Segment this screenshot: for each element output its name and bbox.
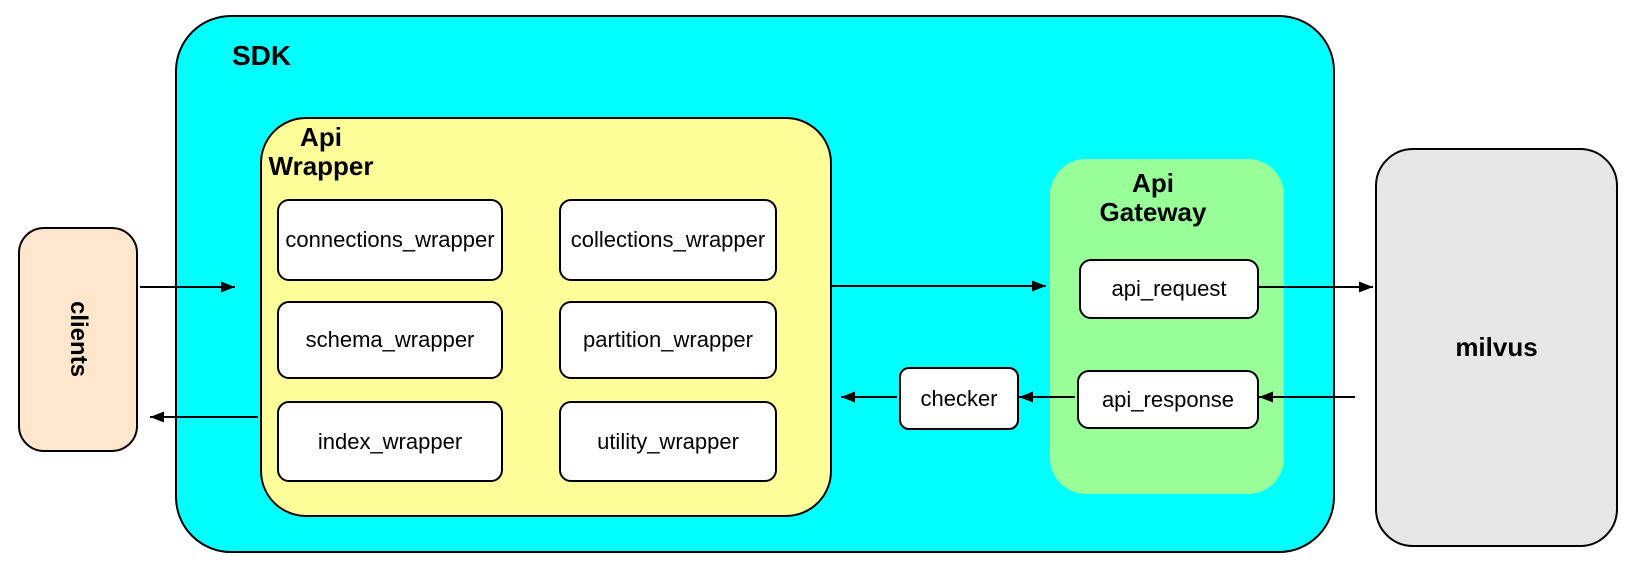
module-connections-wrapper: connections_wrapper xyxy=(277,199,503,281)
milvus-node: milvus xyxy=(1375,148,1618,547)
checker-label: checker xyxy=(920,385,998,411)
api-wrapper-label-line2: Wrapper xyxy=(268,151,374,181)
module-collections-wrapper: collections_wrapper xyxy=(559,199,777,281)
module-collections-wrapper-label: collections_wrapper xyxy=(570,227,766,252)
module-index-wrapper-label: index_wrapper xyxy=(317,428,463,454)
module-schema-wrapper: schema_wrapper xyxy=(277,301,503,379)
api-gateway-label: Api Gateway xyxy=(1088,169,1218,227)
module-partition-wrapper-label: partition_wrapper xyxy=(583,327,753,352)
api-response-node: api_response xyxy=(1077,370,1259,429)
module-partition-wrapper: partition_wrapper xyxy=(559,301,777,379)
module-connections-wrapper-label: connections_wrapper xyxy=(285,227,495,252)
clients-label: clients xyxy=(65,301,92,378)
api-request-label: api_request xyxy=(1111,276,1227,301)
module-utility-wrapper-label: utility_wrapper xyxy=(597,428,739,454)
module-schema-wrapper-label: schema_wrapper xyxy=(305,327,475,352)
sdk-container: SDK Api Wrapper connections_wrapper coll… xyxy=(175,15,1335,553)
api-request-node: api_request xyxy=(1079,259,1259,319)
api-gateway-container: Api Gateway api_request api_response xyxy=(1050,159,1284,494)
clients-node: clients xyxy=(18,227,138,452)
api-wrapper-label-line1: Api xyxy=(300,122,342,152)
module-index-wrapper: index_wrapper xyxy=(277,401,503,482)
checker-node: checker xyxy=(899,367,1019,430)
api-response-label: api_response xyxy=(1101,386,1235,412)
api-gateway-label-line2: Gateway xyxy=(1099,197,1207,227)
sdk-label: SDK xyxy=(232,40,292,71)
milvus-label: milvus xyxy=(1455,332,1538,362)
api-wrapper-label: Api Wrapper xyxy=(256,123,386,181)
api-gateway-label-line1: Api xyxy=(1132,168,1174,198)
module-utility-wrapper: utility_wrapper xyxy=(559,401,777,482)
api-wrapper-container: Api Wrapper connections_wrapper collecti… xyxy=(260,117,832,517)
